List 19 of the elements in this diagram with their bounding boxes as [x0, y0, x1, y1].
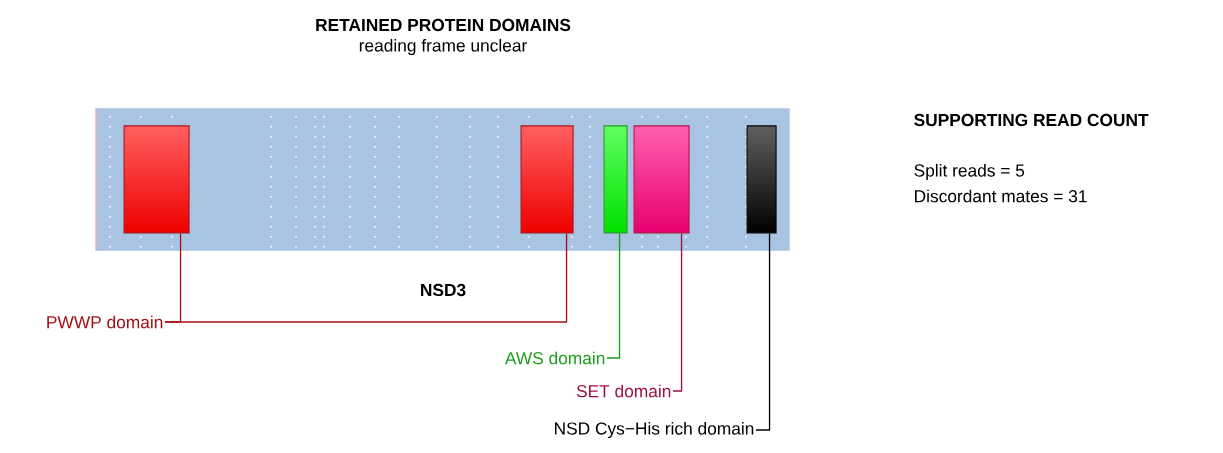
leader-line [164, 232, 568, 323]
read-count-text: Split reads = 5 [914, 163, 1025, 181]
protein-name: NSD3 [421, 283, 466, 297]
leader-line [606, 232, 621, 359]
domain-label: PWWP domain [47, 315, 163, 329]
panel-heading: SUPPORTING READ COUNT [914, 113, 1149, 127]
domain-label: AWS domain [504, 351, 605, 365]
read-count-text: Discordant mates = 31 [915, 189, 1087, 203]
title: RETAINED PROTEIN DOMAINS [316, 18, 571, 32]
domain-box [603, 125, 628, 234]
domain-box [633, 125, 690, 234]
leader-line [672, 232, 683, 392]
subtitle: reading frame unclear [359, 38, 527, 56]
domain-box [123, 125, 190, 234]
domain-box [520, 125, 574, 234]
domain-box [746, 125, 777, 234]
domain-label: NSD Cys−His rich domain [555, 421, 754, 439]
leader-line [755, 232, 771, 431]
domain-label: SET domain [576, 384, 671, 398]
